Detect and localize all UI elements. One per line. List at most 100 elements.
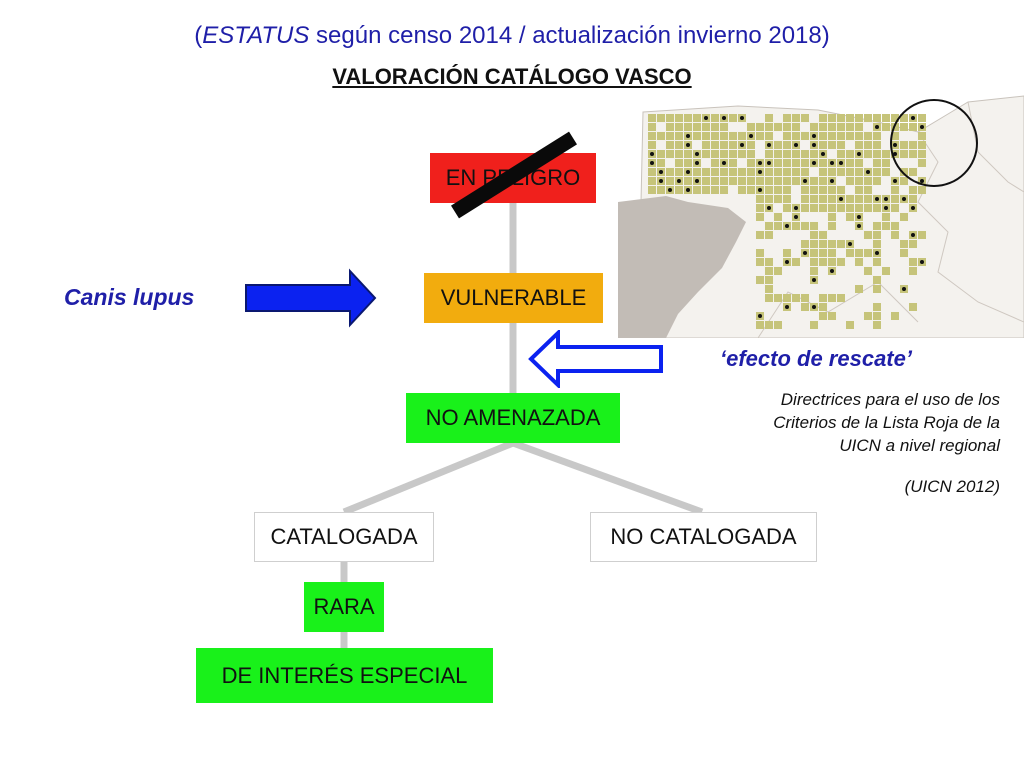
- map-cell: [882, 222, 890, 230]
- map-cell: [747, 159, 755, 167]
- map-cell: [918, 186, 926, 194]
- map-cell: [855, 285, 863, 293]
- map-cell: [801, 150, 809, 158]
- map-cell: [873, 168, 881, 176]
- map-cell: [846, 132, 854, 140]
- map-record-dot: [785, 305, 789, 309]
- map-cell: [873, 312, 881, 320]
- map-record-dot: [785, 224, 789, 228]
- map-cell: [738, 186, 746, 194]
- map-cell: [702, 132, 710, 140]
- map-cell: [711, 150, 719, 158]
- map-cell: [900, 177, 908, 185]
- status-interes-especial-label: DE INTERÉS ESPECIAL: [221, 662, 468, 688]
- map-grey-region: [618, 196, 746, 338]
- map-cell: [711, 186, 719, 194]
- map-cell: [765, 123, 773, 131]
- map-cell: [666, 132, 674, 140]
- map-cell: [657, 132, 665, 140]
- map-cell: [765, 231, 773, 239]
- map-cell: [819, 312, 827, 320]
- distribution-map: [618, 92, 1024, 338]
- map-cell: [774, 177, 782, 185]
- map-cell: [711, 132, 719, 140]
- map-cell: [864, 231, 872, 239]
- map-record-dot: [911, 116, 915, 120]
- map-record-dot: [659, 179, 663, 183]
- map-record-dot: [695, 179, 699, 183]
- map-cell: [765, 285, 773, 293]
- status-no-catalogada: NO CATALOGADA: [590, 512, 817, 562]
- map-cell: [693, 132, 701, 140]
- map-record-dot: [920, 125, 924, 129]
- map-cell: [765, 186, 773, 194]
- map-cell: [855, 168, 863, 176]
- status-rara: RARA: [304, 582, 384, 632]
- map-cell: [855, 258, 863, 266]
- map-cell: [918, 114, 926, 122]
- map-cell: [756, 213, 764, 221]
- map-cell: [765, 150, 773, 158]
- map-record-dot: [902, 197, 906, 201]
- map-cell: [738, 132, 746, 140]
- map-cell: [747, 141, 755, 149]
- map-cell: [864, 312, 872, 320]
- map-cell: [783, 141, 791, 149]
- map-record-dot: [767, 143, 771, 147]
- map-cell: [711, 177, 719, 185]
- map-record-dot: [875, 125, 879, 129]
- map-record-dot: [722, 116, 726, 120]
- map-record-dot: [668, 188, 672, 192]
- map-cell: [774, 168, 782, 176]
- map-cell: [747, 150, 755, 158]
- map-record-dot: [884, 206, 888, 210]
- map-cell: [657, 186, 665, 194]
- map-record-dot: [839, 197, 843, 201]
- map-cell: [684, 150, 692, 158]
- map-cell: [828, 168, 836, 176]
- map-cell: [909, 150, 917, 158]
- map-cell: [792, 177, 800, 185]
- map-cell: [864, 177, 872, 185]
- map-cell: [846, 150, 854, 158]
- map-cell: [702, 141, 710, 149]
- map-cell: [666, 114, 674, 122]
- map-cell: [729, 114, 737, 122]
- map-cell: [819, 195, 827, 203]
- map-cell: [819, 132, 827, 140]
- map-cell: [873, 204, 881, 212]
- map-cell: [873, 276, 881, 284]
- map-cell: [810, 240, 818, 248]
- map-record-dot: [686, 134, 690, 138]
- map-cell: [882, 168, 890, 176]
- map-cell: [909, 186, 917, 194]
- map-cell: [882, 150, 890, 158]
- map-cell: [819, 204, 827, 212]
- map-cell: [819, 168, 827, 176]
- map-cell: [738, 177, 746, 185]
- map-border-line: [917, 131, 1024, 323]
- map-record-dot: [704, 116, 708, 120]
- map-cell: [855, 141, 863, 149]
- map-cell: [657, 150, 665, 158]
- map-cell: [720, 141, 728, 149]
- map-cell: [747, 177, 755, 185]
- map-cell: [837, 204, 845, 212]
- map-cell: [711, 141, 719, 149]
- map-cell: [702, 177, 710, 185]
- status-no-amenazada: NO AMENAZADA: [406, 393, 620, 443]
- map-cell: [900, 213, 908, 221]
- map-cell: [711, 159, 719, 167]
- map-cell: [909, 258, 917, 266]
- map-cell: [900, 123, 908, 131]
- map-cell: [675, 186, 683, 194]
- map-cell: [819, 177, 827, 185]
- map-cell: [765, 177, 773, 185]
- map-record-dot: [857, 152, 861, 156]
- map-cell: [846, 249, 854, 257]
- map-cell: [837, 141, 845, 149]
- map-cell: [873, 132, 881, 140]
- map-cell: [747, 168, 755, 176]
- map-cell: [891, 231, 899, 239]
- map-cell: [774, 321, 782, 329]
